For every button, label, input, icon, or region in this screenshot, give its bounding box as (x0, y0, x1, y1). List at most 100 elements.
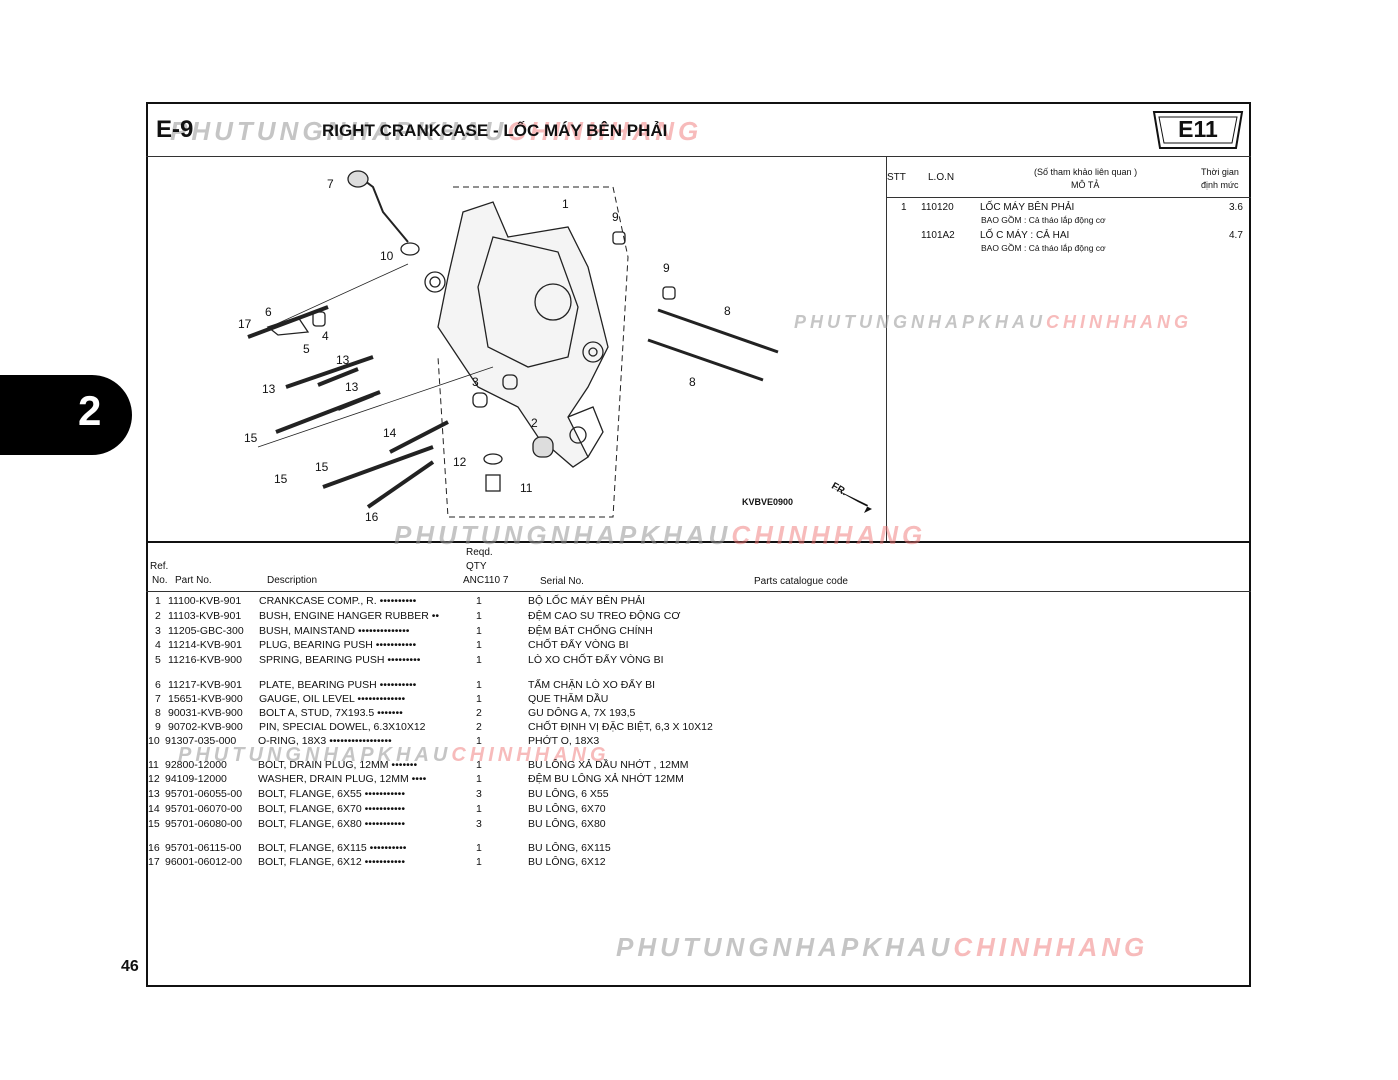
serial-vn: GU DÔNG A, 7X 193,5 (528, 707, 636, 719)
col-no: No. (152, 575, 168, 586)
part-no: 95701-06070-00 (165, 803, 243, 815)
col-reqd: Reqd. (466, 547, 493, 558)
qty: 1 (476, 842, 482, 854)
ref-no: 10 (148, 735, 160, 747)
qty: 2 (476, 707, 482, 719)
table-row: 15 95701-06080-00 BOLT, FLANGE, 6X80 •••••… (0, 818, 1100, 832)
col-model: ANC110 7 (463, 575, 509, 586)
ref-no: 11 (148, 759, 159, 771)
col-desc-ref: (Số tham khảo liên quan ) (1034, 167, 1138, 177)
labor-lon: 110120 (921, 202, 954, 213)
col-part-no: Part No. (175, 575, 212, 586)
section-tab-number: 2 (78, 387, 102, 434)
ref-no: 2 (155, 610, 161, 622)
ref-no: 1 (155, 595, 161, 607)
description: CRANKCASE COMP., R. •••••••••• (259, 595, 417, 607)
model-badge: E11 (1152, 110, 1244, 150)
description: GAUGE, OIL LEVEL ••••••••••••• (259, 693, 406, 705)
qty: 1 (476, 679, 482, 691)
qty: 3 (476, 788, 482, 800)
front-arrow-icon (831, 487, 872, 513)
description: BUSH, ENGINE HANGER RUBBER •• (259, 610, 440, 622)
description: SPRING, BEARING PUSH ••••••••• (259, 654, 421, 666)
ref-no: 15 (148, 818, 160, 830)
part-no: 95701-06080-00 (165, 818, 243, 830)
callout-label: 15 (274, 472, 288, 486)
col-desc: MÔ TẢ (1071, 180, 1100, 190)
ref-no: 13 (148, 788, 160, 800)
part-no: 92800-12000 (165, 759, 227, 771)
part-no: 11100-KVB-901 (168, 595, 242, 607)
callout-label: 8 (724, 304, 731, 318)
diagram-code: KVBVE0900 (742, 497, 794, 507)
labor-lon: 1101A2 (921, 230, 955, 241)
serial-vn: BU LÔNG, 6X70 (528, 803, 606, 815)
part-no: 15651-KVB-900 (168, 693, 243, 705)
serial-vn: CHỐT ĐỊNH VỊ ĐẶC BIỆT, 6,3 X 10X12 (528, 721, 713, 733)
serial-vn: QUE THĂM DẦU (528, 693, 609, 705)
callout-label: 12 (453, 455, 467, 469)
callout-label: 13 (345, 380, 359, 394)
part-no: 94109-12000 (165, 773, 227, 785)
callout-label: 17 (238, 317, 252, 331)
description: O-RING, 18X3 ••••••••••••••••• (258, 735, 392, 747)
col-lon: L.O.N (928, 172, 955, 183)
labor-desc: LỐ C MÁY : CẢ HAI (980, 230, 1070, 241)
labor-time: 4.7 (1229, 230, 1243, 241)
description: BOLT, FLANGE, 6X55 ••••••••••• (258, 788, 406, 800)
qty: 1 (476, 595, 482, 607)
serial-vn: LÒ XO CHỐT ĐẨY VÒNG BI (528, 654, 664, 666)
qty: 1 (476, 856, 482, 868)
description: BUSH, MAINSTAND •••••••••••••• (259, 625, 410, 637)
callout-label: 15 (244, 431, 258, 445)
callout-label: 11 (520, 481, 533, 495)
part-no: 11216-KVB-900 (168, 654, 242, 666)
callout-label: 5 (303, 342, 310, 356)
serial-vn: BU LÔNG, 6X80 (528, 818, 606, 830)
serial-vn: ĐỆM BU LÔNG XẢ NHỚT 12MM (528, 773, 684, 785)
callout-label: 2 (531, 416, 538, 430)
description: BOLT, FLANGE, 6X80 ••••••••••• (258, 818, 406, 830)
description: BOLT, FLANGE, 6X115 •••••••••• (258, 842, 407, 854)
ref-no: 12 (148, 773, 160, 785)
part-no: 11103-KVB-901 (168, 610, 242, 622)
ref-no: 9 (155, 721, 161, 733)
part-no: 11217-KVB-901 (168, 679, 242, 691)
qty: 1 (476, 735, 482, 747)
ref-no: 6 (155, 679, 161, 691)
serial-vn: BU LÔNG XẢ DẦU NHỚT , 12MM (528, 759, 689, 771)
page-title: RIGHT CRANKCASE - LỐC MÁY BÊN PHẢI (322, 121, 668, 140)
watermark: PHUTUNGNHAPKHAUCHINHHANG (794, 312, 1192, 332)
labor-note: BAO GỒM : Cả tháo lắp động cơ (981, 215, 1106, 225)
page-number: 46 (121, 958, 139, 975)
callout-label: 13 (262, 382, 276, 396)
col-qty: QTY (466, 561, 487, 572)
part-no: 90702-KVB-900 (168, 721, 243, 733)
description: BOLT A, STUD, 7X193.5 ••••••• (259, 707, 403, 719)
callout-label: 16 (365, 510, 379, 524)
part-no: 90031-KVB-900 (168, 707, 243, 719)
col-catalogue-code: Parts catalogue code (754, 576, 848, 587)
qty: 1 (476, 625, 482, 637)
qty: 2 (476, 721, 482, 733)
ref-no: 4 (155, 639, 161, 651)
callout-label: 9 (663, 261, 670, 275)
callout-label: 14 (383, 426, 397, 440)
qty: 3 (476, 818, 482, 830)
serial-vn: TẤM CHẶN LÒ XO ĐẨY BI (528, 679, 655, 691)
qty: 1 (476, 610, 482, 622)
callout-label: 8 (689, 375, 696, 389)
labor-time: 3.6 (1229, 202, 1243, 213)
callout-label: 3 (472, 375, 479, 389)
labor-note: BAO GỒM : Cả tháo lắp động cơ (981, 243, 1106, 253)
